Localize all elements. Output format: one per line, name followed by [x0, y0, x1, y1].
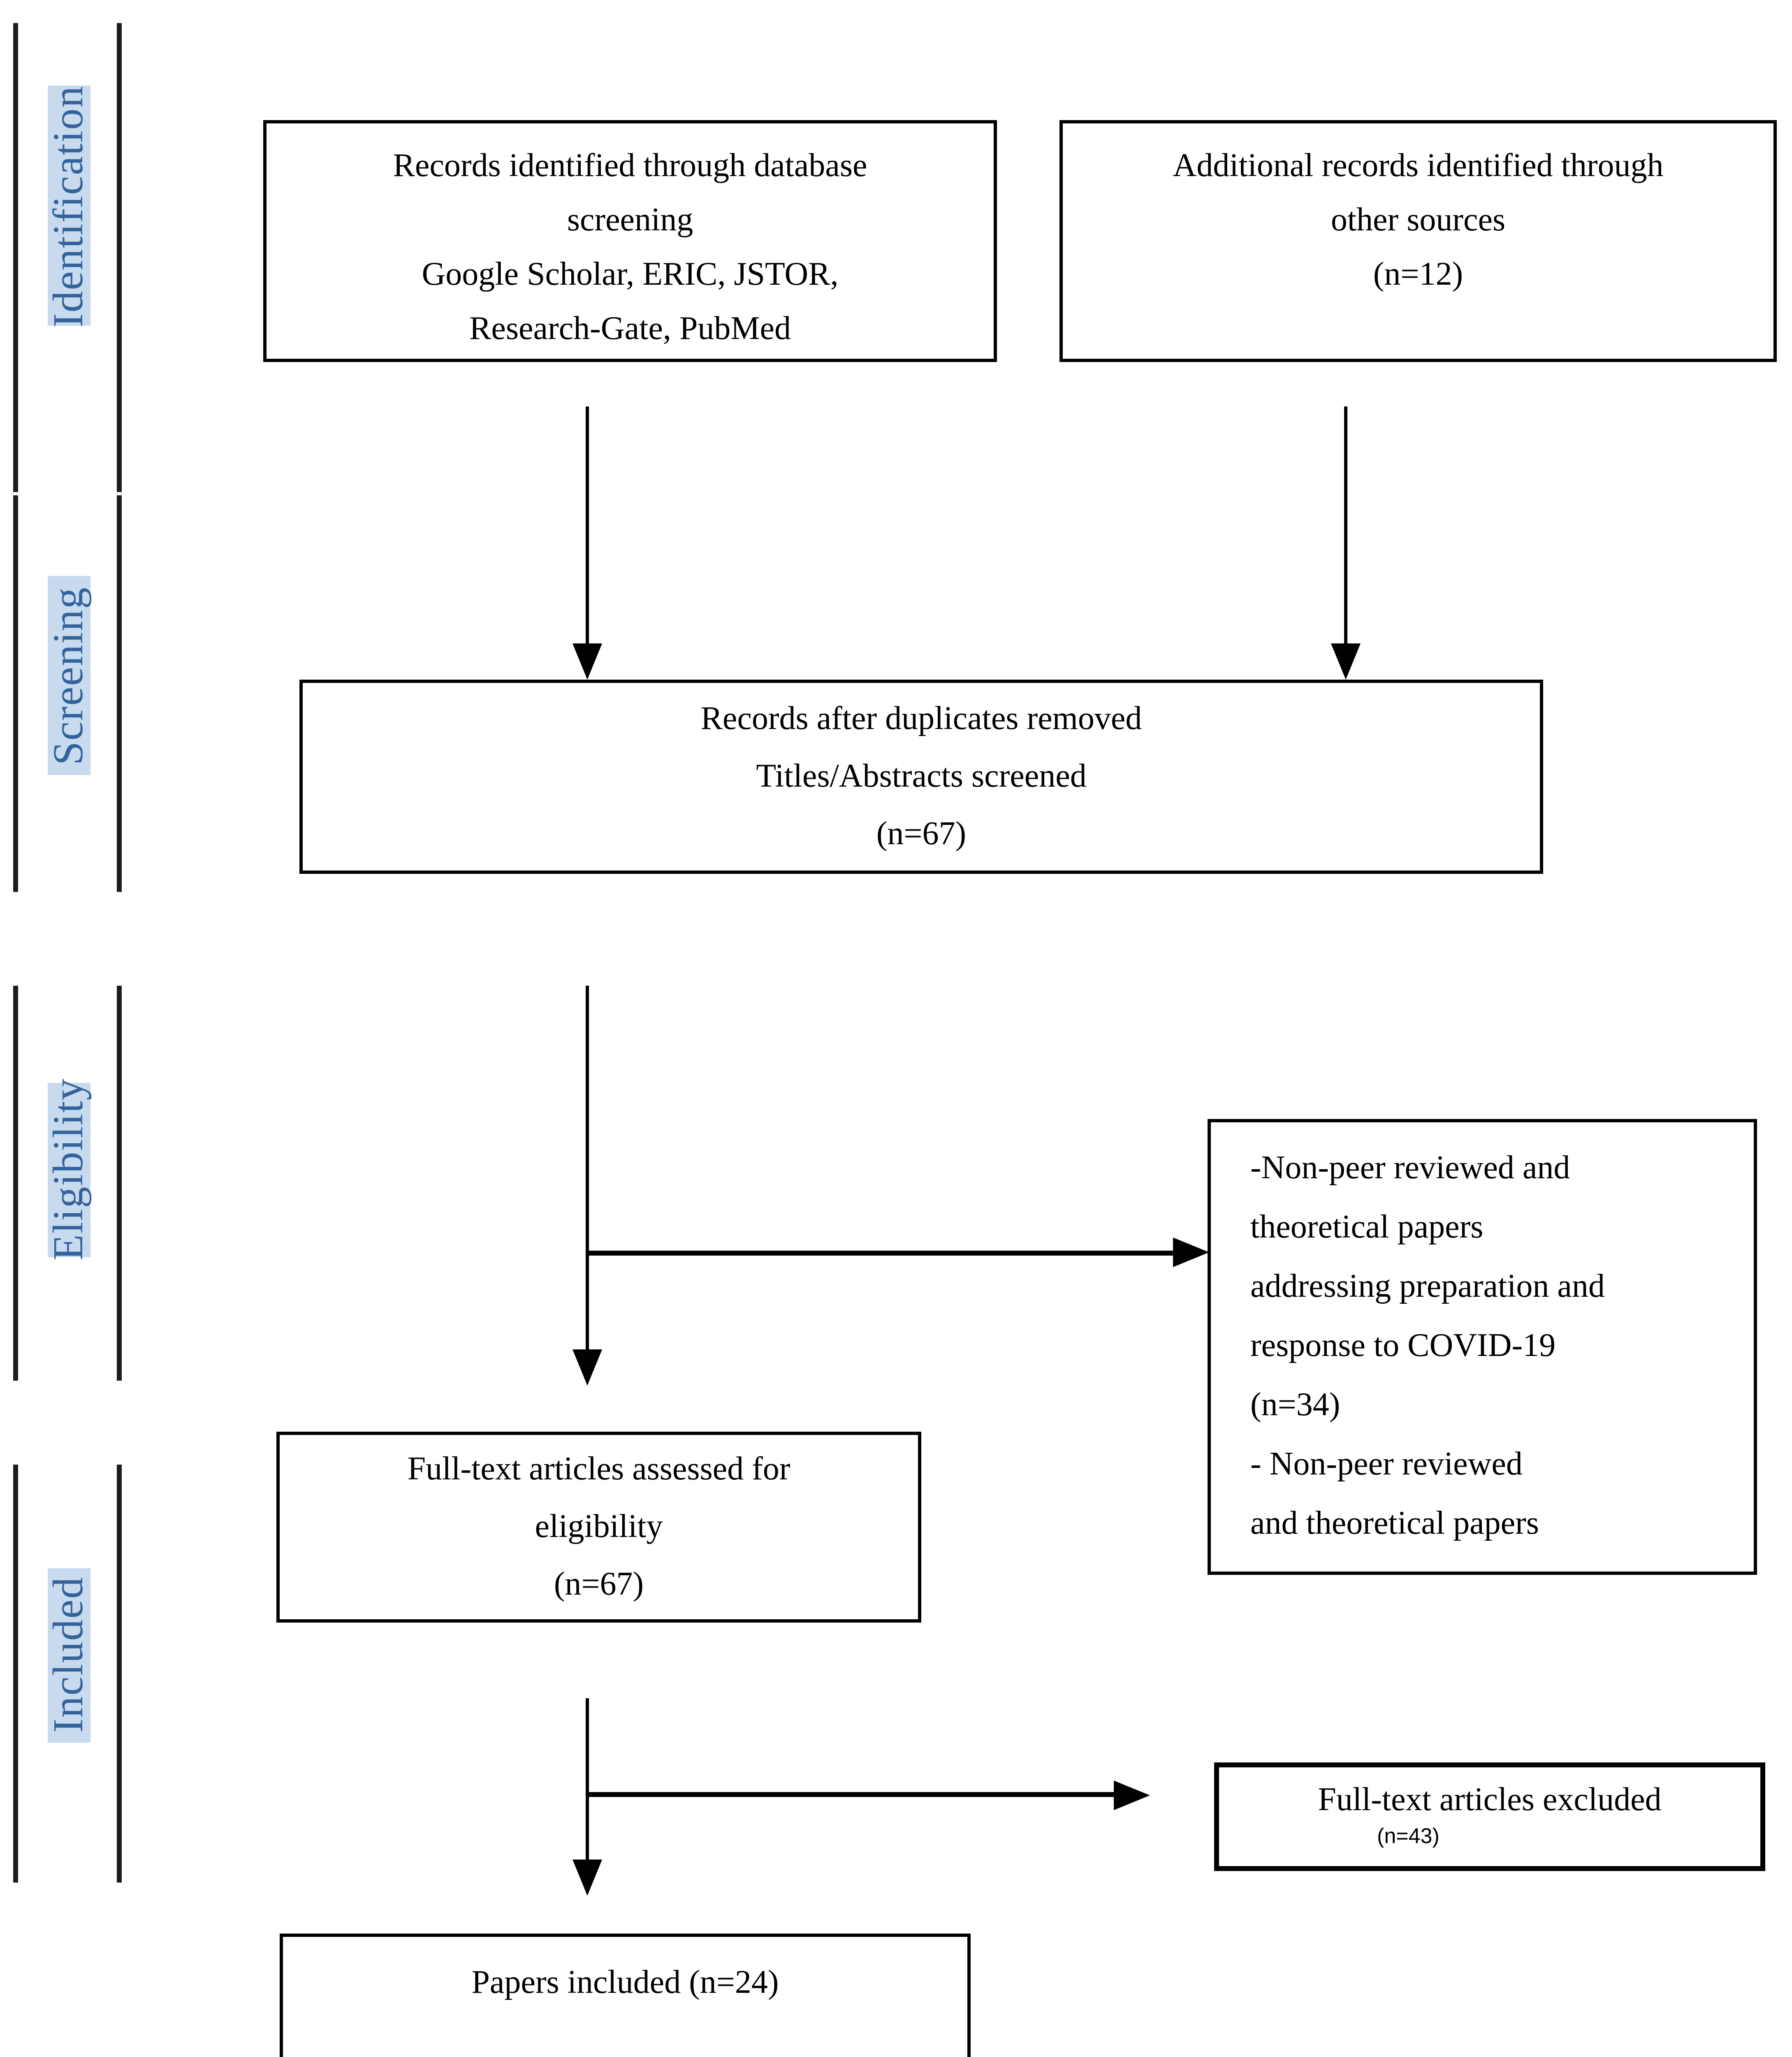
arrow-fulltext-to-included-line	[586, 1698, 589, 1860]
eligibility-rail-right	[117, 986, 122, 1381]
box-text-line: Papers included (n=24)	[471, 1965, 779, 2001]
box-text-line: (n=67)	[554, 1567, 644, 1603]
identification-rail-left	[13, 23, 18, 492]
box-text-line: Google Scholar, ERIC, JSTOR,	[422, 257, 839, 293]
box-text-line: Titles/Abstracts screened	[756, 759, 1087, 795]
screening-rail-right	[117, 495, 122, 892]
box-count-line: (n=43)	[1377, 1823, 1440, 1848]
box-text-line: and theoretical papers	[1250, 1506, 1539, 1542]
box-text-line: other sources	[1331, 202, 1506, 239]
screening-rail-left	[13, 495, 18, 892]
arrow-identified-to-dedup-line	[586, 406, 589, 645]
box-text-line: (n=12)	[1373, 257, 1463, 293]
included-rail-left	[13, 1465, 18, 1883]
box-screening-excluded: -Non-peer reviewed and theoretical paper…	[1208, 1119, 1757, 1575]
arrow-additional-to-dedup-head	[1331, 643, 1361, 680]
box-duplicates-removed: Records after duplicates removed Titles/…	[299, 680, 1543, 874]
box-fulltext-excluded: Full-text articles excluded (n=43)	[1214, 1762, 1765, 1871]
arrow-dedup-to-fulltext-line	[586, 986, 589, 1349]
box-text-line: screening	[567, 202, 693, 239]
box-text-line: - Non-peer reviewed	[1250, 1446, 1523, 1483]
box-text-line: Additional records identified through	[1173, 148, 1664, 184]
box-text-line: Research-Gate, PubMed	[469, 311, 791, 347]
box-text-line: Full-text articles assessed for	[407, 1451, 791, 1488]
stage-label-screening: Screening	[44, 576, 92, 775]
box-text-line: theoretical papers	[1250, 1210, 1484, 1246]
arrow-identified-to-dedup-head	[573, 643, 602, 680]
box-records-identified: Records identified through database scre…	[263, 120, 997, 362]
arrow-branch-to-fulltext-excluded-line	[587, 1792, 1114, 1797]
arrow-additional-to-dedup-line	[1344, 406, 1347, 645]
box-text-line: Records identified through database	[393, 148, 867, 184]
identification-rail-right	[117, 23, 122, 492]
box-text-line: -Non-peer reviewed and	[1250, 1150, 1570, 1186]
box-text-line: (n=34)	[1250, 1387, 1340, 1423]
box-text-line: addressing preparation and	[1250, 1269, 1605, 1305]
box-text-line: Full-text articles excluded	[1318, 1782, 1662, 1818]
box-text-line: response to COVID-19	[1250, 1328, 1556, 1364]
box-fulltext-assessed: Full-text articles assessed for eligibil…	[276, 1432, 921, 1623]
stage-label-identification: Identification	[44, 84, 92, 327]
arrow-fulltext-to-included-head	[573, 1860, 602, 1896]
stage-label-eligibility: Eligibility	[44, 1079, 92, 1261]
arrow-dedup-to-fulltext-head	[573, 1349, 602, 1386]
arrow-branch-to-fulltext-excluded-head	[1114, 1781, 1150, 1810]
box-text-line: (n=67)	[876, 816, 967, 852]
arrow-branch-to-screening-excluded-head	[1173, 1237, 1209, 1267]
box-text-line: eligibility	[535, 1509, 663, 1545]
box-papers-included: Papers included (n=24)	[280, 1934, 971, 2057]
eligibility-rail-left	[13, 986, 18, 1381]
box-text-line: Records after duplicates removed	[700, 701, 1142, 737]
arrow-branch-to-screening-excluded-line	[587, 1251, 1173, 1256]
included-rail-right	[117, 1465, 122, 1883]
box-additional-records: Additional records identified through ot…	[1059, 120, 1777, 362]
stage-label-included: Included	[44, 1568, 92, 1743]
